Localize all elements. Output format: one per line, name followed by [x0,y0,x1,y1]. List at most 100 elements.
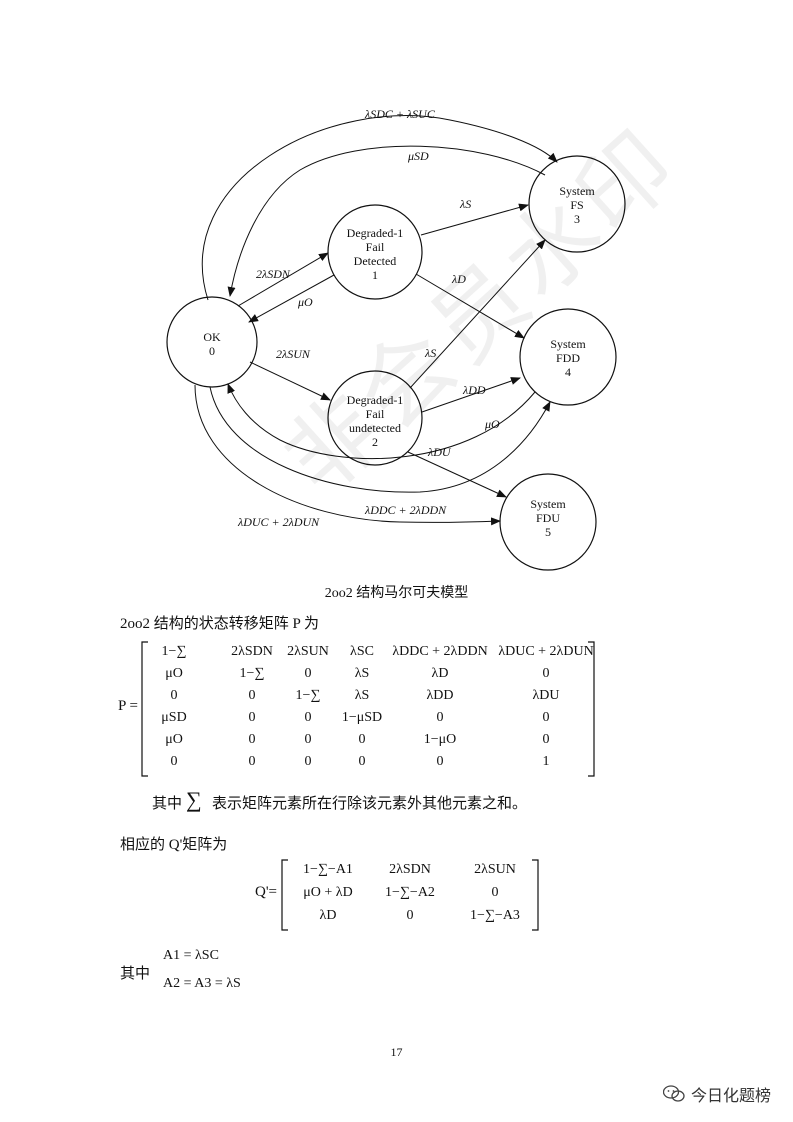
q-matrix-cell-r0-c0: 1−∑−A1 [303,862,353,877]
arc-0-to-5 [194,384,501,526]
markov-diagram: OK 0 Degraded-1 Fail Detected 1 Degraded… [166,107,626,571]
q-matrix-cell-r0-c2: 2λSUN [474,862,516,877]
p-matrix-cell-r5-c1: 0 [248,754,256,769]
label-1-0: μO [297,295,313,309]
arrow-1-to-3 [420,203,529,236]
p-matrix-cell-r0-c5: λDUC + 2λDUN [498,644,594,659]
state-3-line-0: System [559,184,595,198]
p-matrix-cell-r4-c1: 0 [248,732,256,747]
arc-0-to-3 [201,115,558,301]
page-number: 17 [390,1045,403,1059]
label-bottom-inner: λDDC + 2λDDN [364,503,447,517]
brand-watermark: 今日化题榜 [662,1082,771,1106]
label-bottom-outer: λDUC + 2λDUN [237,515,320,529]
label-1-4: λD [451,272,466,286]
arc-4-to-0 [227,383,536,460]
p-matrix-cell-r5-c2: 0 [304,754,312,769]
equation-a1: A1 = λSC [163,948,219,963]
p-matrix-cell-r5-c3: 0 [358,754,366,769]
p-matrix-cell-r1-c5: 0 [542,666,550,681]
p-matrix-cell-r3-c2: 0 [304,710,312,725]
arrow-2-to-3 [409,239,546,389]
state-1-line-2: Detected [354,254,397,268]
state-4-line-1: FDD [556,351,580,365]
q-matrix-cell-r1-c2: 0 [491,885,499,900]
q-matrix-cell-r0-c1: 2λSDN [389,862,431,877]
q-matrix-cell-r1-c0: μO + λD [303,885,353,900]
p-matrix-cell-r3-c5: 0 [542,710,550,725]
q-matrix-intro: 相应的 Q'矩阵为 [120,837,228,853]
state-2-circle [327,370,423,466]
p-matrix-cell-r1-c3: λS [354,666,370,681]
state-2-line-1: Fail [366,407,385,421]
p-matrix-cell-r4-c4: 1−μO [423,732,457,747]
arrow-2-to-4 [421,377,521,413]
p-matrix-cell-r3-c4: 0 [436,710,444,725]
sum-symbol: ∑ [186,787,202,812]
sum-note-prefix: 其中 [152,796,183,812]
state-1-line-0: Degraded-1 [347,226,404,240]
p-matrix-cell-r2-c2: 1−∑ [295,688,321,703]
q-matrix-cell-r2-c2: 1−∑−A3 [470,908,520,923]
arc-0-to-4 [209,386,551,493]
label-2-4: λDD [462,383,486,397]
state-5-line-1: FDU [536,511,560,525]
arc-3-to-0 [227,145,546,297]
state-0-line-1: 0 [209,344,215,358]
arrow-1-to-4 [415,273,525,339]
label-0-1: 2λSDN [256,267,291,281]
p-matrix-cell-r3-c0: μSD [161,710,187,725]
state-2-line-0: Degraded-1 [347,393,404,407]
arrow-0-to-1 [237,252,329,307]
label-0-2: 2λSUN [276,347,311,361]
p-matrix-cell-r2-c1: 0 [248,688,256,703]
where-label: 其中 [120,966,151,982]
p-matrix-cell-r4-c2: 0 [304,732,312,747]
p-matrix-cell-r4-c5: 0 [542,732,550,747]
state-4-line-2: 4 [565,365,571,379]
state-0-circle [166,296,258,388]
sum-note-suffix: 表示矩阵元素所在行除该元素外其他元素之和。 [212,796,528,812]
state-2-line-2: undetected [349,421,401,435]
brand-name: 今日化题榜 [690,1086,771,1105]
figure-caption: 2oo2 结构马尔可夫模型 [324,586,469,601]
p-matrix-cell-r5-c0: 0 [170,754,178,769]
state-2-line-3: 2 [372,435,378,449]
q-matrix-cell-r1-c1: 1−∑−A2 [385,885,435,900]
label-top-outer: λSDC + λSUC [364,107,436,121]
state-4-line-0: System [550,337,586,351]
state-3-line-1: FS [570,198,583,212]
p-matrix-cell-r1-c0: μO [165,666,183,681]
p-matrix-brackets [141,641,595,777]
state-3-circle [528,155,626,253]
state-5-line-2: 5 [545,525,551,539]
p-matrix-cell-r2-c3: λS [354,688,370,703]
p-matrix-cell-r3-c3: 1−μSD [341,710,383,725]
arrow-0-to-2 [249,361,331,401]
q-matrix-cell-r2-c0: λD [319,908,337,923]
state-1-circle [327,204,423,300]
state-1-line-1: Fail [366,240,385,254]
p-matrix-cell-r2-c5: λDU [532,688,560,703]
p-matrix-cell-r0-c0: 1−∑ [161,644,187,659]
state-4-circle [519,308,617,406]
q-matrix-label: Q'= [255,884,277,900]
p-matrix-cell-r0-c1: 2λSDN [231,644,273,659]
wechat-icon [662,1085,685,1102]
p-matrix-label: P = [118,698,138,714]
label-2-5: λDU [427,445,452,459]
label-1-3: λS [459,197,471,211]
label-4-0: μO [484,417,500,431]
q-matrix-cell-r2-c1: 0 [406,908,414,923]
p-matrix-cell-r3-c1: 0 [248,710,256,725]
state-1-line-3: 1 [372,268,378,282]
p-matrix-cell-r5-c5: 1 [542,754,550,769]
p-matrix-cell-r1-c2: 0 [304,666,312,681]
equation-a2: A2 = A3 = λS [163,976,241,991]
label-top-inner: μSD [407,149,429,163]
state-0-line-0: OK [203,330,221,344]
arrow-2-to-5 [407,451,507,498]
p-matrix-cell-r5-c4: 0 [436,754,444,769]
arrow-1-to-0 [248,274,335,323]
p-matrix-cell-r2-c4: λDD [426,688,454,703]
